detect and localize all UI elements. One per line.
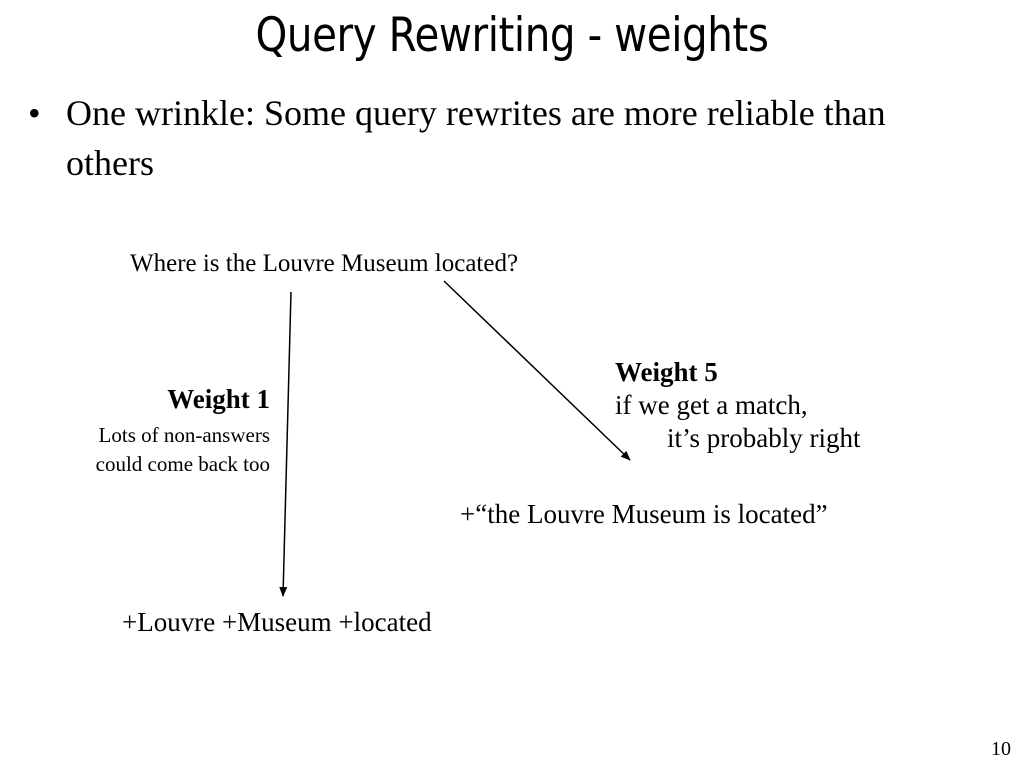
slide-title: Query Rewriting - weights	[255, 8, 769, 63]
weight-1-note: Lots of non-answers could come back too	[96, 421, 270, 479]
weight-1-label: Weight 1	[167, 384, 270, 414]
weight-5-note-line1: if we get a match,	[615, 390, 808, 420]
original-question: Where is the Louvre Museum located?	[130, 250, 519, 277]
bullet-text: One wrinkle: Some query rewrites are mor…	[66, 93, 886, 183]
arrow-to-exact-phrase	[443, 280, 631, 461]
bullet-icon: •	[28, 93, 41, 133]
weight-5-label: Weight 5	[615, 357, 718, 387]
weight-1-note-line1: Lots of non-answers	[98, 423, 270, 447]
rewrite-exact-phrase: +“the Louvre Museum is located”	[460, 499, 828, 529]
arrow-to-keyword-terms	[279, 291, 292, 597]
weight-1-note-line2: could come back too	[95, 452, 270, 476]
rewrite-keyword-terms: +Louvre +Museum +located	[122, 607, 432, 637]
weight-5-note-line2: it’s probably right	[667, 423, 861, 453]
page-number: 10	[991, 738, 1011, 760]
